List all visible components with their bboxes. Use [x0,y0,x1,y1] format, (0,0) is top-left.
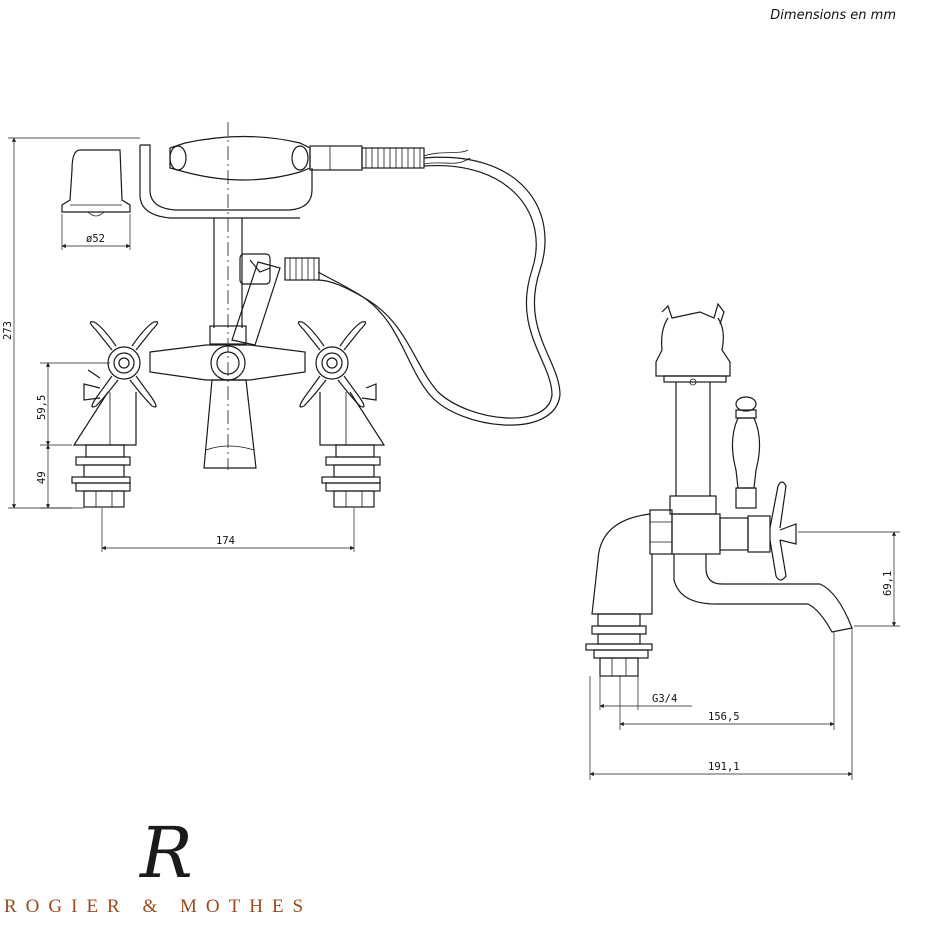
dim-label-spout-height: 69,1 [882,571,894,596]
right-base-fitting [321,444,381,508]
dimension-spout-reach: 156,5 [619,632,835,730]
diverter-lever [231,253,320,346]
dimension-base-height: 49 [36,444,72,509]
dimension-overall-depth: 191,1 [589,628,853,780]
handset-cradle [61,149,131,217]
dim-label-thread: G3/4 [652,693,677,705]
side-lever [731,396,761,509]
hose [317,156,561,426]
dim-label-overall-depth: 191,1 [708,761,740,773]
right-cross-handle [297,321,386,446]
units-note: Dimensions en mm [770,8,896,23]
dim-label-tap-spacing: 174 [216,535,235,547]
side-cradle [655,302,731,386]
brand-logo: R ROGIER & MOTHES [0,812,370,928]
dim-label-base-height: 49 [36,471,48,484]
dimension-handset-diameter: ø52 [61,214,131,250]
mixer-body [149,325,306,469]
dim-label-spout-reach: 156,5 [708,711,740,723]
dim-label-diameter: ø52 [86,233,105,245]
left-cross-handle [72,321,159,446]
side-body [591,481,797,615]
brand-name: ROGIER & MOTHES [4,896,313,917]
dimension-tap-height: 59,5 [36,362,110,446]
dimension-spout-height: 69,1 [798,531,900,627]
dimension-tap-spacing: 174 [101,508,355,552]
dimension-thread: G3/4 [599,676,692,710]
side-base-fitting [585,613,653,677]
brand-monogram: R [140,812,193,894]
front-view: ø52 273 59,5 49 174 [2,122,561,552]
side-spout [673,554,853,633]
dim-label-tap-height: 59,5 [36,395,48,420]
dim-label-overall-height: 273 [2,321,14,340]
side-view: 69,1 G3/4 156,5 191,1 [585,302,900,780]
handset [139,135,425,219]
left-base-fitting [71,444,131,508]
